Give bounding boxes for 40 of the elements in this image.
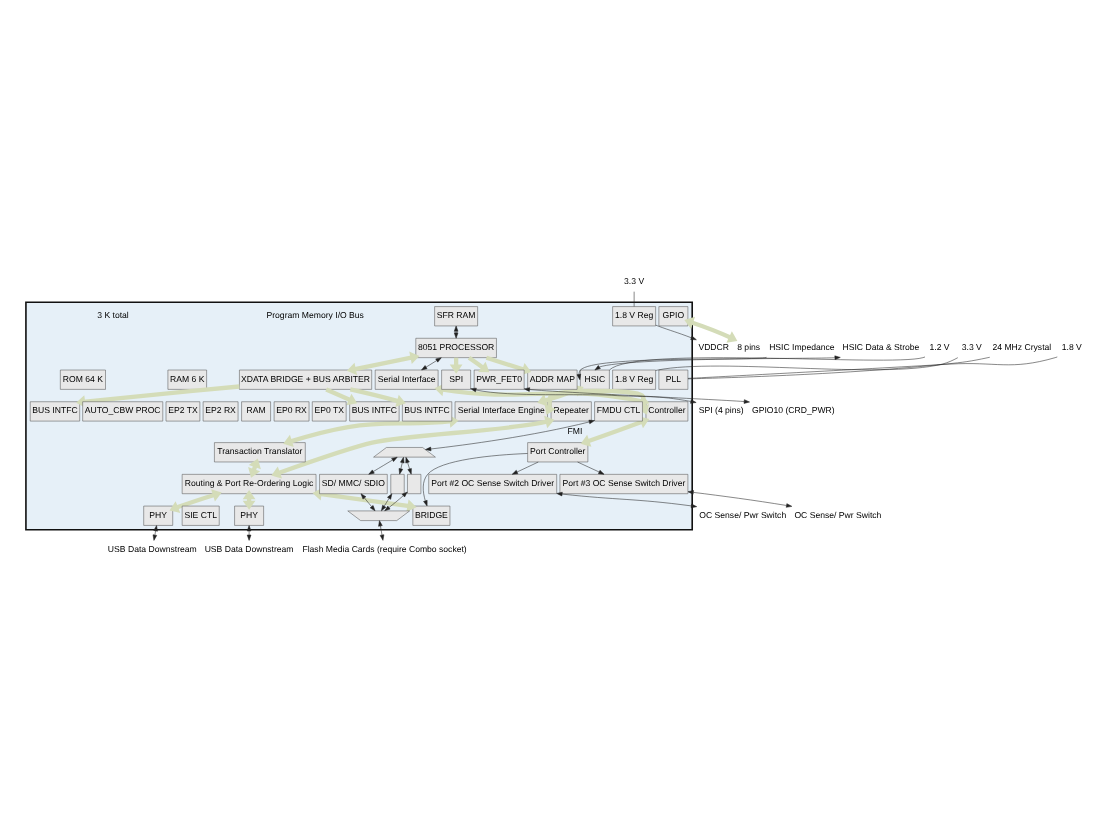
arrow xyxy=(556,491,697,509)
arrow xyxy=(325,387,358,406)
connector xyxy=(687,356,1058,379)
arrow xyxy=(687,490,793,508)
connector xyxy=(609,356,926,371)
arrow xyxy=(378,520,385,541)
arrow xyxy=(511,461,539,475)
arrow xyxy=(349,387,406,408)
arrow xyxy=(398,457,405,475)
arrow xyxy=(271,415,555,479)
arrow xyxy=(421,357,442,371)
arrow xyxy=(594,355,841,371)
arrow xyxy=(655,324,697,341)
arrow xyxy=(169,489,222,514)
connector xyxy=(633,291,635,307)
arrow xyxy=(384,491,408,512)
arrow xyxy=(577,461,605,475)
arrow xyxy=(405,457,412,475)
arrow xyxy=(470,387,697,404)
arrow xyxy=(684,316,738,343)
arrow xyxy=(580,416,650,447)
node-trapezoid xyxy=(347,510,410,521)
node-box xyxy=(390,474,405,494)
connector xyxy=(687,357,991,380)
arrow xyxy=(425,419,595,452)
arrow xyxy=(246,525,252,541)
arrow xyxy=(76,384,240,408)
arrow xyxy=(381,493,393,512)
arrow xyxy=(422,453,528,507)
arrow xyxy=(576,357,767,380)
arrow xyxy=(346,351,420,376)
arrow xyxy=(312,487,417,512)
arrow xyxy=(368,456,398,475)
arrow xyxy=(523,387,750,404)
arrow xyxy=(360,493,376,512)
node-box xyxy=(407,474,422,494)
arrow xyxy=(152,525,158,541)
arrow xyxy=(485,355,532,376)
connector xyxy=(655,357,959,371)
arrow xyxy=(283,415,459,448)
